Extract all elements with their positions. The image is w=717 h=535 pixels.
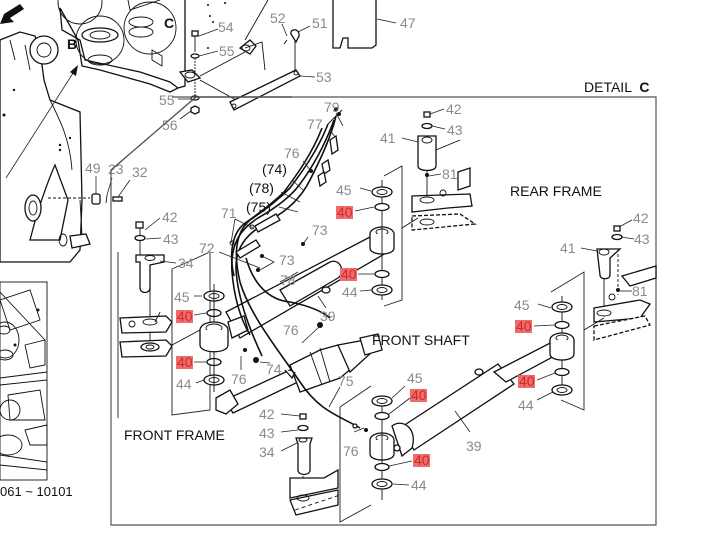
rear-frame-upper-mount bbox=[401, 111, 477, 231]
callout-74-paren: (74) bbox=[262, 161, 287, 177]
callout-53: 53 bbox=[316, 69, 332, 85]
rear-frame-right-mount bbox=[550, 225, 657, 411]
bolt-assembly bbox=[178, 0, 377, 115]
callout-41-rear-right: 41 bbox=[560, 240, 576, 256]
detail-title: DETAIL C bbox=[584, 79, 649, 95]
callout-43-left: 43 bbox=[163, 231, 179, 247]
highlight-40-lower-bottom bbox=[413, 454, 430, 467]
callout-39-upper: 39 bbox=[320, 308, 336, 324]
callout-45-left: 45 bbox=[174, 289, 190, 305]
callout-40-upper-top: 40 bbox=[337, 204, 353, 220]
callout-76-mid: 76 bbox=[283, 322, 299, 338]
reference-letter-b: B bbox=[67, 36, 77, 52]
detail-callouts: 79 77 76 (74) (78) (75) 71 73 72 73 78 4… bbox=[144, 99, 650, 493]
callout-77: 77 bbox=[307, 116, 323, 132]
callout-44-upper: 44 bbox=[342, 284, 358, 300]
section-label-front-frame: FRONT FRAME bbox=[124, 427, 225, 443]
callout-34-left: 34 bbox=[178, 255, 194, 271]
callout-54: 54 bbox=[218, 19, 234, 35]
callout-43-lower: 43 bbox=[259, 425, 275, 441]
reference-letter-c: C bbox=[164, 15, 174, 31]
callout-75-paren: (75) bbox=[246, 199, 271, 215]
callout-40-upper-bottom: 40 bbox=[341, 266, 357, 282]
callout-51: 51 bbox=[312, 15, 328, 31]
callout-75: 75 bbox=[338, 373, 354, 389]
hydraulic-hoses bbox=[229, 107, 368, 432]
callout-79: 79 bbox=[324, 99, 340, 115]
callout-55-upper: 55 bbox=[219, 43, 235, 59]
callout-47: 47 bbox=[400, 15, 416, 31]
callout-40-right-top: 40 bbox=[516, 318, 532, 334]
highlight-40-lower-top bbox=[410, 389, 427, 402]
highlight-40-right-top bbox=[515, 320, 532, 333]
callout-56: 56 bbox=[162, 117, 178, 133]
callout-74: 74 bbox=[266, 361, 282, 377]
callout-40-right-bottom: 40 bbox=[519, 373, 535, 389]
callout-42-rear-right: 42 bbox=[633, 210, 649, 226]
callout-43-rear-top: 43 bbox=[447, 122, 463, 138]
callout-72: 72 bbox=[199, 240, 215, 256]
callout-49: 49 bbox=[85, 160, 101, 176]
detail-b-circle bbox=[75, 15, 125, 65]
highlight-40-left-lower bbox=[176, 356, 193, 369]
section-label-front-shaft: FRONT SHAFT bbox=[372, 332, 470, 348]
front-drive-shaft bbox=[215, 333, 383, 415]
callout-40-lower-top: 40 bbox=[411, 387, 427, 403]
callout-73-lower: 73 bbox=[279, 252, 295, 268]
steering-cylinder-upper bbox=[199, 226, 395, 353]
lower-cylinder-end-seals bbox=[339, 385, 393, 523]
callout-44-right: 44 bbox=[518, 397, 534, 413]
highlight-40-right-bottom bbox=[518, 375, 535, 388]
callout-73-upper: 73 bbox=[312, 222, 328, 238]
callout-81-rear-top: 81 bbox=[442, 166, 458, 182]
highlight-40-left-upper bbox=[176, 310, 193, 323]
serial-range: 061 ~ 10101 bbox=[0, 484, 73, 499]
callout-78: 78 bbox=[280, 272, 296, 288]
top-callouts: 54 55 52 51 53 55 56 47 bbox=[159, 10, 416, 133]
callout-45-lower: 45 bbox=[407, 370, 423, 386]
callout-78-paren: (78) bbox=[249, 180, 274, 196]
callout-76-left: 76 bbox=[231, 371, 247, 387]
highlight-40-upper-top bbox=[336, 206, 353, 219]
callout-81-rear-right: 81 bbox=[632, 283, 648, 299]
callout-40-left-lower: 40 bbox=[177, 354, 193, 370]
callout-23: 23 bbox=[108, 161, 124, 177]
detail-c-circle bbox=[123, 1, 177, 55]
callout-44-lower: 44 bbox=[411, 477, 427, 493]
highlight-40-upper-bottom bbox=[340, 268, 357, 281]
callout-52: 52 bbox=[270, 10, 286, 26]
right-cylinder-end-seals bbox=[551, 296, 573, 396]
callout-55-lower: 55 bbox=[159, 92, 175, 108]
callout-45-upper: 45 bbox=[336, 182, 352, 198]
direction-arrow-icon bbox=[0, 4, 24, 24]
overview-frame-drawing: B C bbox=[0, 0, 226, 263]
callout-42-rear-top: 42 bbox=[446, 101, 462, 117]
callout-44-left: 44 bbox=[176, 376, 192, 392]
callout-32: 32 bbox=[132, 164, 148, 180]
callout-76-lower: 76 bbox=[343, 443, 359, 459]
callout-41-rear-top: 41 bbox=[380, 130, 396, 146]
callout-76-top: 76 bbox=[284, 145, 300, 161]
callout-42-left: 42 bbox=[162, 209, 178, 225]
spacer-bolt-parts: 49 23 32 bbox=[48, 160, 148, 236]
callout-42-lower: 42 bbox=[259, 406, 275, 422]
inset-frame-view: 061 ~ 10101 bbox=[0, 281, 73, 499]
callout-39-lower: 39 bbox=[466, 438, 482, 454]
steering-cylinder-lower bbox=[369, 332, 575, 461]
callout-71: 71 bbox=[221, 205, 237, 221]
section-label-rear-frame: REAR FRAME bbox=[510, 183, 602, 199]
front-frame-lower-mount bbox=[289, 413, 341, 516]
callout-40-lower-bottom: 40 bbox=[414, 452, 430, 468]
callout-45-right: 45 bbox=[514, 297, 530, 313]
callout-40-left-upper: 40 bbox=[177, 308, 193, 324]
front-frame-left-mount bbox=[117, 221, 211, 418]
callout-34-lower: 34 bbox=[259, 444, 275, 460]
callout-43-rear-right: 43 bbox=[634, 231, 650, 247]
